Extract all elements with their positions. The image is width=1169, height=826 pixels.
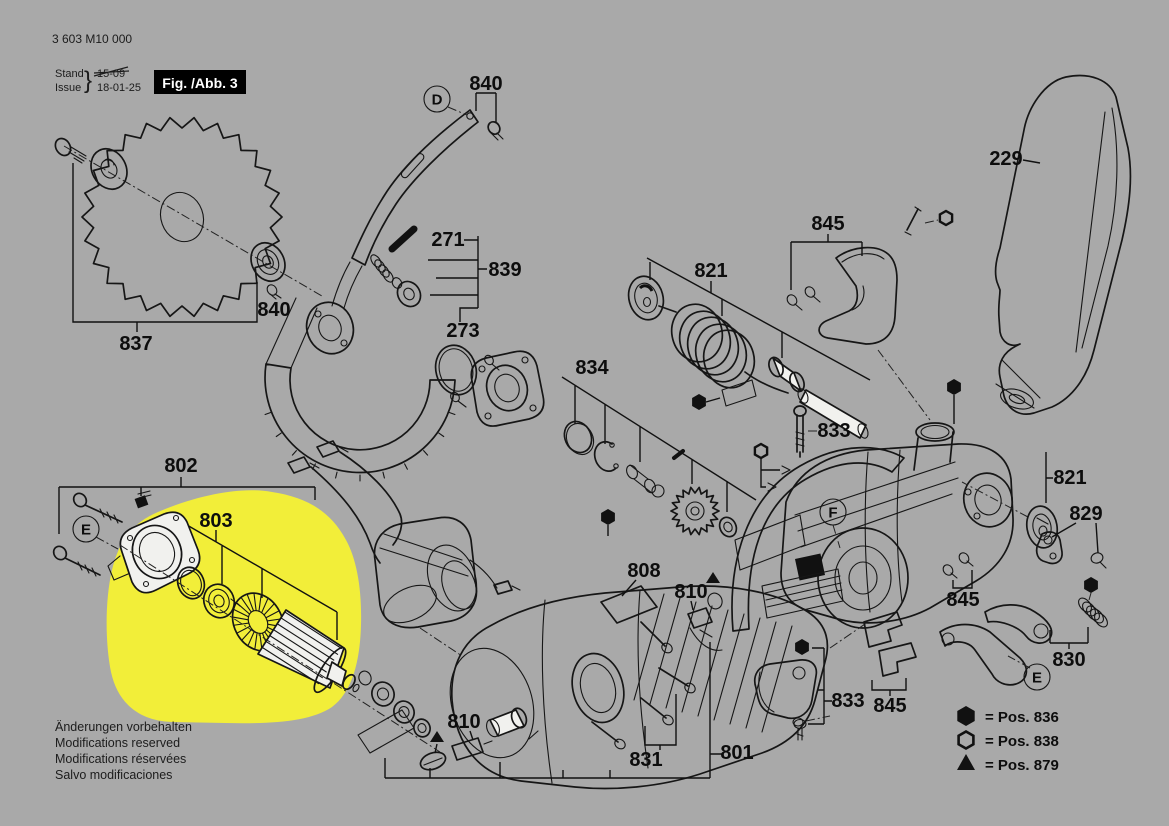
position-symbols xyxy=(430,209,1098,742)
callout-831: 831 xyxy=(629,749,662,771)
callout-839: 839 xyxy=(488,259,521,281)
cover-845-group xyxy=(786,206,939,421)
callout-803: 803 xyxy=(199,510,232,532)
lower-guard-group xyxy=(264,297,456,482)
legend-label-879: = Pos. 879 xyxy=(985,757,1059,774)
note-es: Salvo modificaciones xyxy=(55,768,172,782)
return-spring-group xyxy=(627,257,871,439)
figure-badge xyxy=(154,70,246,94)
legend-label-838: = Pos. 838 xyxy=(985,733,1059,750)
note-de: Änderungen vorbehalten xyxy=(55,720,192,734)
note-fr: Modifications réservées xyxy=(55,752,186,766)
triangle-879-icon xyxy=(430,731,444,742)
letter-badges: D E F E xyxy=(72,85,1051,691)
stand-value-struck: 15-09 xyxy=(97,68,125,80)
header-block: 3 603 M10 000 Stand Issue } 15-09 18-01-… xyxy=(52,32,246,94)
callout-829: 829 xyxy=(1069,503,1102,525)
hexagon-836-icon xyxy=(1084,577,1098,593)
blade-screw-840 xyxy=(266,284,282,300)
note-en: Modifications reserved xyxy=(55,736,180,750)
housing-screws-831 xyxy=(591,621,696,750)
letter-E-left: E xyxy=(81,522,91,539)
link-arm-group xyxy=(331,92,504,309)
callout-833-upper: 833 xyxy=(817,420,850,442)
plate-808 xyxy=(600,579,658,624)
letter-F: F xyxy=(828,505,837,522)
hexagon-836-icon xyxy=(601,509,615,525)
callout-229: 229 xyxy=(989,148,1022,170)
brush-group-bottom xyxy=(419,707,539,771)
symbol-legend: = Pos. 836 = Pos. 838 = Pos. 879 xyxy=(957,706,1059,774)
callout-810-bottom: 810 xyxy=(447,711,480,733)
callout-821-right: 821 xyxy=(1053,467,1086,489)
gear-shaft-parts-group xyxy=(561,376,757,538)
callout-833-bottom: 833 xyxy=(831,690,864,712)
footer-notes: Änderungen vorbehalten Modifications res… xyxy=(55,720,192,782)
callout-802: 802 xyxy=(164,455,197,477)
washer-stack-group xyxy=(357,670,431,754)
hexagon-836-icon xyxy=(795,639,809,655)
issue-label: Issue xyxy=(55,82,81,94)
screw-833-upper xyxy=(793,405,820,458)
callout-837: 837 xyxy=(119,333,152,355)
callout-273: 273 xyxy=(446,320,479,342)
legend-triangle-icon xyxy=(957,754,975,770)
saw-blade-group xyxy=(54,116,323,332)
triangle-879-icon xyxy=(706,572,720,583)
motor-housing-group xyxy=(384,585,829,790)
cable-clip-group xyxy=(760,459,791,492)
callout-845-right: 845 xyxy=(946,589,979,611)
stand-label: Stand xyxy=(55,68,84,80)
brush-group-mid xyxy=(687,592,723,651)
brace-glyph: } xyxy=(84,67,92,94)
callout-labels: 840 837 840 271 839 273 834 821 845 229 … xyxy=(119,73,1102,771)
legend-hexagon-outline-icon xyxy=(957,729,975,750)
callout-845-bottom: 845 xyxy=(873,695,906,717)
figure-badge-label: Fig. /Abb. 3 xyxy=(162,75,238,91)
field-screws-group xyxy=(52,477,316,577)
stator-group xyxy=(287,440,521,657)
callout-821-mid: 821 xyxy=(694,260,727,282)
callout-834: 834 xyxy=(575,357,609,379)
issue-value: 18-01-25 xyxy=(97,82,141,94)
armature-group xyxy=(107,511,441,753)
legend-hexagon-filled-icon xyxy=(957,706,975,726)
callout-845-top: 845 xyxy=(811,213,844,235)
right-side-parts-group xyxy=(939,452,1108,686)
bearing-flange-group xyxy=(450,350,545,427)
callout-808: 808 xyxy=(627,560,660,582)
clamp-lever-group xyxy=(753,552,974,741)
callout-810-mid: 810 xyxy=(674,581,707,603)
callout-830: 830 xyxy=(1052,649,1085,671)
document-part-number: 3 603 M10 000 xyxy=(52,32,132,46)
legend-label-836: = Pos. 836 xyxy=(985,709,1059,726)
hexagon-836-icon xyxy=(947,379,961,395)
callout-801: 801 xyxy=(720,742,753,764)
fence-229-group xyxy=(994,74,1132,415)
callout-271: 271 xyxy=(431,229,464,251)
hexagon-838-icon xyxy=(753,442,769,460)
callout-840-blade: 840 xyxy=(257,299,290,321)
strikethrough-marks xyxy=(93,66,130,77)
letter-D: D xyxy=(432,92,443,109)
callout-840-top: 840 xyxy=(469,73,502,95)
letter-E-right: E xyxy=(1032,670,1042,687)
hexagon-838-icon xyxy=(938,209,954,227)
hexagon-836-icon xyxy=(692,394,706,410)
